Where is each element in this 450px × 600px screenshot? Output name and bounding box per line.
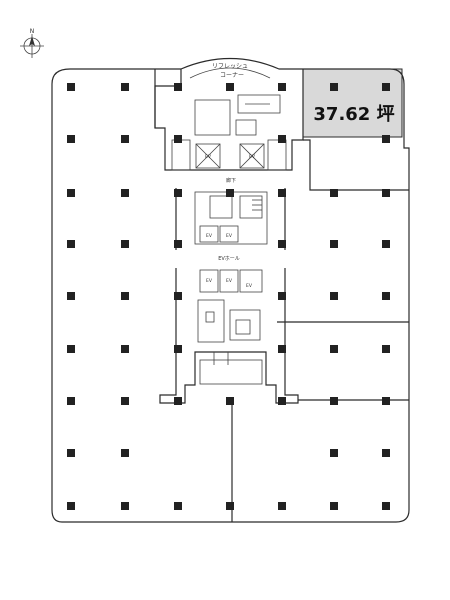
core-central: EV EV — [175, 188, 286, 250]
structural-column — [67, 502, 75, 510]
structural-column — [278, 502, 286, 510]
structural-column — [382, 502, 390, 510]
structural-column — [382, 345, 390, 353]
structural-column — [121, 345, 129, 353]
structural-column — [330, 502, 338, 510]
refresh-corner-label-1: リフレッシュ — [212, 63, 248, 70]
structural-column — [121, 83, 129, 91]
refresh-corner-curve — [189, 67, 271, 79]
ev-label: EV — [205, 154, 212, 160]
structural-column — [174, 292, 182, 300]
ev-hall-label: EVホール — [218, 256, 240, 262]
structural-column — [67, 292, 75, 300]
structural-column — [174, 189, 182, 197]
structural-column — [174, 135, 182, 143]
structural-column — [67, 345, 75, 353]
structural-column — [330, 189, 338, 197]
structural-column — [174, 240, 182, 248]
columns — [67, 83, 390, 510]
partitions — [154, 69, 409, 522]
compass-icon: N — [20, 28, 44, 58]
structural-column — [382, 449, 390, 457]
structural-column — [174, 345, 182, 353]
structural-column — [67, 189, 75, 197]
structural-column — [174, 83, 182, 91]
structural-column — [226, 189, 234, 197]
structural-column — [67, 397, 75, 405]
structural-column — [382, 292, 390, 300]
structural-column — [226, 397, 234, 405]
structural-column — [121, 240, 129, 248]
structural-column — [330, 345, 338, 353]
ev-label: EV — [246, 283, 253, 289]
structural-column — [67, 240, 75, 248]
structural-column — [330, 240, 338, 248]
refresh-corner-label-2: コーナー — [220, 72, 244, 79]
ev-label: EV — [249, 154, 256, 160]
structural-column — [330, 449, 338, 457]
highlighted-area[interactable] — [302, 68, 403, 138]
structural-column — [278, 397, 286, 405]
structural-column — [330, 83, 338, 91]
structural-column — [67, 83, 75, 91]
structural-column — [382, 240, 390, 248]
structural-column — [278, 83, 286, 91]
structural-column — [382, 397, 390, 405]
structural-column — [121, 135, 129, 143]
core-lower: EV EV EV — [159, 268, 299, 404]
corridor-label: 廊下 — [226, 177, 236, 184]
structural-column — [278, 240, 286, 248]
structural-column — [121, 397, 129, 405]
structural-column — [226, 83, 234, 91]
structural-column — [121, 449, 129, 457]
structural-column — [382, 135, 390, 143]
structural-column — [278, 292, 286, 300]
structural-column — [121, 292, 129, 300]
structural-column — [174, 502, 182, 510]
ev-label: EV — [226, 278, 233, 284]
structural-column — [67, 135, 75, 143]
ev-label: EV — [226, 233, 233, 239]
structural-column — [174, 397, 182, 405]
structural-column — [278, 135, 286, 143]
ev-label: EV — [206, 233, 213, 239]
structural-column — [278, 189, 286, 197]
core-upper: EV EV — [154, 69, 304, 171]
compass-north-label: N — [30, 28, 35, 35]
area-size-label: 37.62 坪 — [313, 104, 394, 125]
structural-column — [121, 502, 129, 510]
structural-column — [330, 397, 338, 405]
ev-label: EV — [206, 278, 213, 284]
structural-column — [330, 292, 338, 300]
building-outline — [51, 57, 410, 523]
structural-column — [382, 189, 390, 197]
structural-column — [278, 345, 286, 353]
structural-column — [67, 449, 75, 457]
structural-column — [382, 83, 390, 91]
structural-column — [226, 502, 234, 510]
structural-column — [121, 189, 129, 197]
